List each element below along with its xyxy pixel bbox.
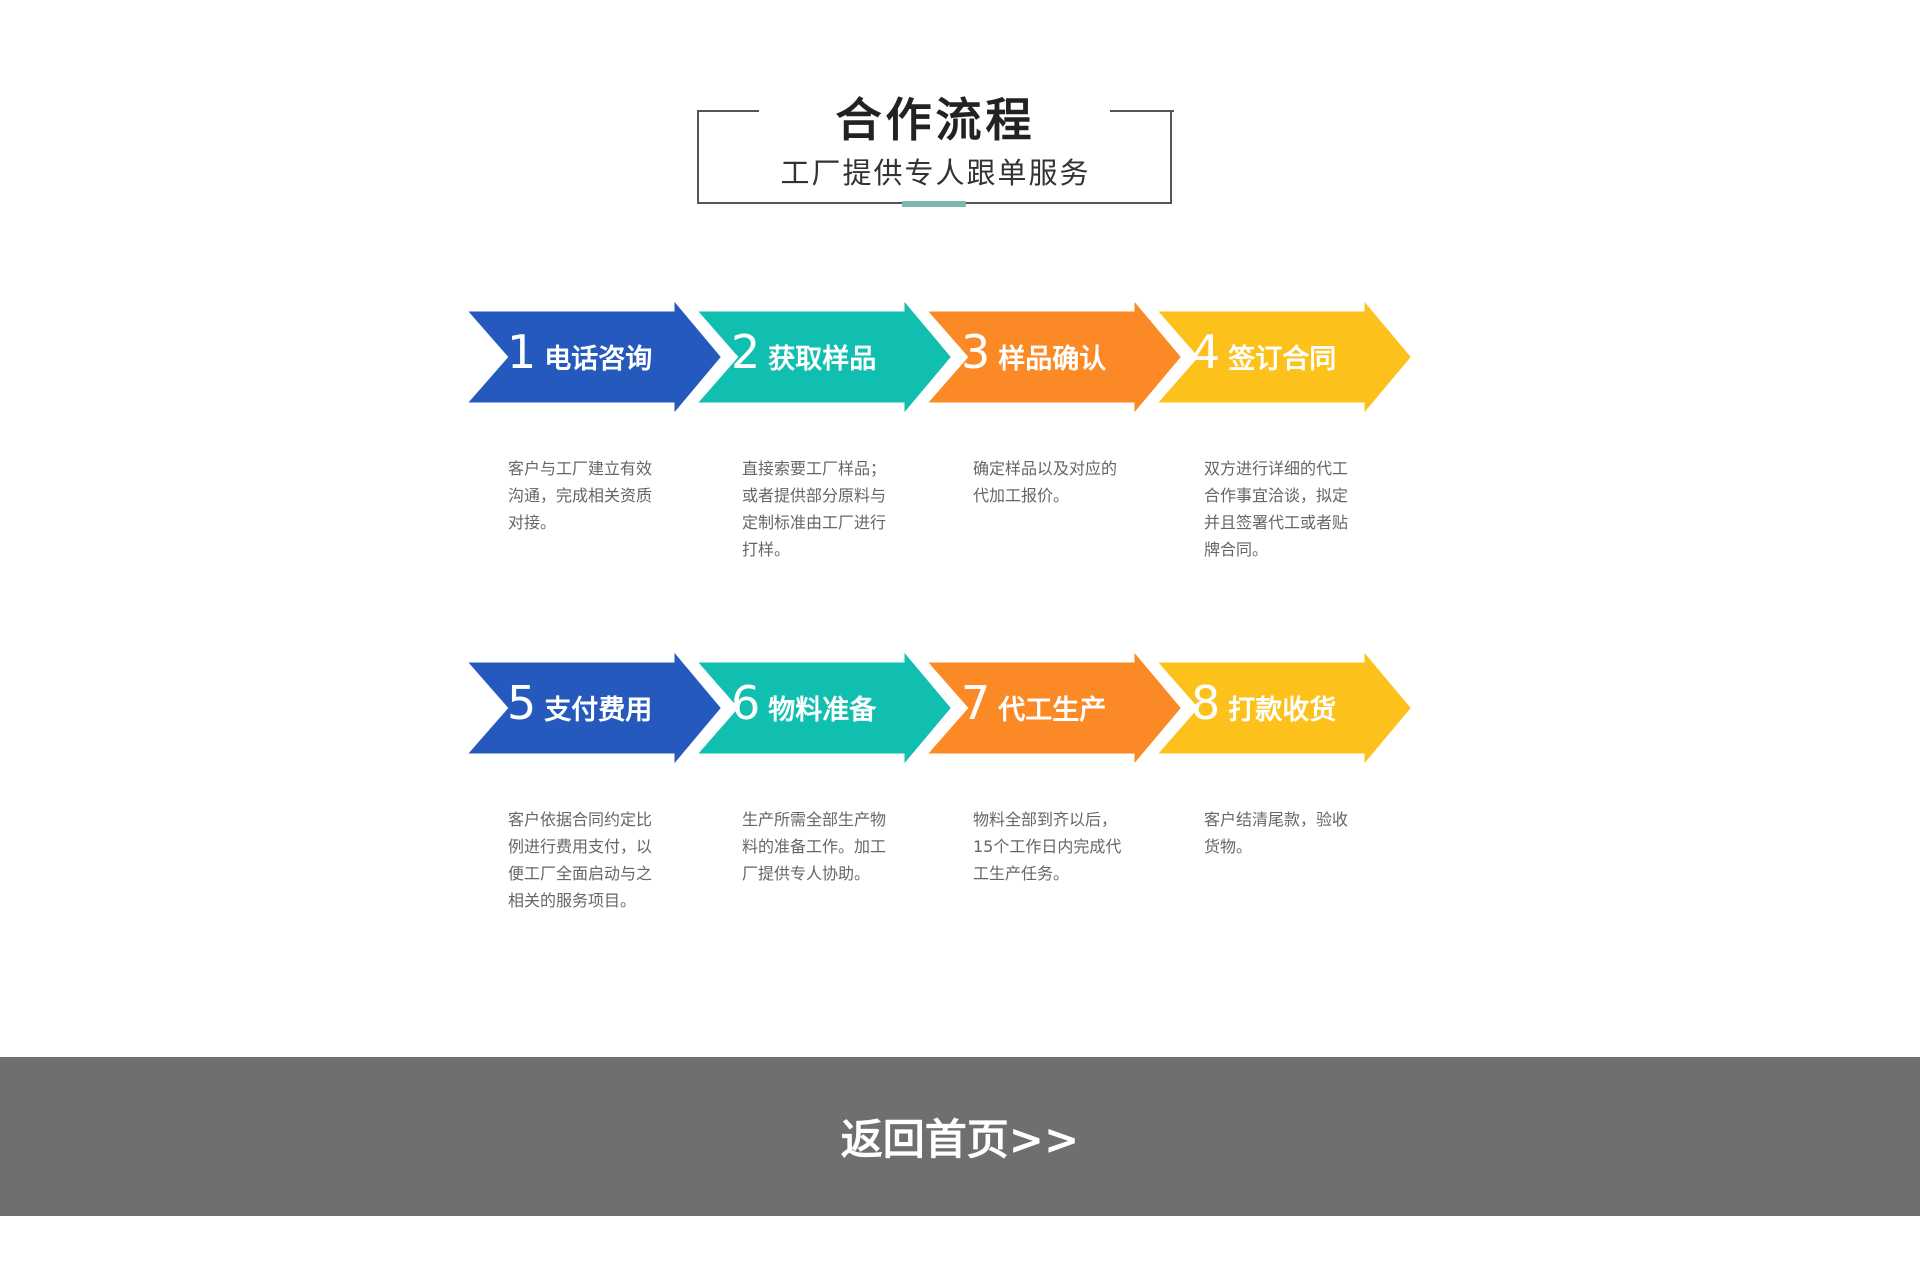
step-description: 客户依据合同约定比例进行费用支付，以便工厂全面启动与之相关的服务项目。 <box>508 806 668 914</box>
description-line: 厂提供专人协助。 <box>742 864 871 883</box>
step-number: 5 <box>507 676 537 730</box>
process-arrows <box>457 288 1418 777</box>
step-number: 4 <box>1191 325 1221 379</box>
step-number: 3 <box>961 325 991 379</box>
step-description: 客户与工厂建立有效沟通，完成相关资质对接。 <box>508 455 668 536</box>
description-line: 定制标准由工厂进行 <box>742 513 887 532</box>
step-title: 签订合同 <box>1228 344 1337 375</box>
step-title: 打款收货 <box>1228 695 1337 726</box>
description-line: 货物。 <box>1204 837 1253 856</box>
step-title: 物料准备 <box>768 695 877 726</box>
description-line: 生产所需全部生产物 <box>742 810 887 829</box>
step-title: 获取样品 <box>768 344 877 375</box>
description-line: 打样。 <box>742 540 791 559</box>
description-line: 物料全部到齐以后， <box>973 810 1118 829</box>
back-home-link[interactable]: 返回首页>> <box>840 1115 1080 1164</box>
title-accent-bar <box>902 201 966 207</box>
step-number: 8 <box>1191 676 1221 730</box>
description-line: 双方进行详细的代工 <box>1204 459 1349 478</box>
step-description: 生产所需全部生产物料的准备工作。加工厂提供专人协助。 <box>742 806 902 887</box>
step-title: 代工生产 <box>998 695 1107 726</box>
description-line: 直接索要工厂样品； <box>742 459 887 478</box>
page-title: 合作流程 <box>835 93 1036 147</box>
description-line: 沟通，完成相关资质 <box>508 486 653 505</box>
description-line: 工生产任务。 <box>973 864 1070 883</box>
title-frame-line-right <box>1110 110 1174 112</box>
step-number: 7 <box>961 676 991 730</box>
description-line: 客户依据合同约定比 <box>508 810 653 829</box>
step-arrow-3 <box>917 288 1188 426</box>
description-line: 料的准备工作。加工 <box>742 837 887 856</box>
description-line: 例进行费用支付，以 <box>508 837 653 856</box>
step-arrow-8 <box>1147 639 1418 777</box>
step-arrow-6 <box>687 639 958 777</box>
description-line: 确定样品以及对应的 <box>973 459 1118 478</box>
step-number: 6 <box>731 676 761 730</box>
description-line: 牌合同。 <box>1204 540 1269 559</box>
step-description: 双方进行详细的代工合作事宜洽谈，拟定并且签署代工或者贴牌合同。 <box>1204 455 1364 563</box>
step-description: 确定样品以及对应的代加工报价。 <box>973 455 1133 509</box>
description-line: 并且签署代工或者贴 <box>1204 513 1349 532</box>
step-arrow-5 <box>457 639 728 777</box>
footer-bar: 返回首页>> <box>0 1057 1920 1216</box>
description-line: 对接。 <box>508 513 557 532</box>
step-number: 2 <box>731 325 761 379</box>
description-line: 代加工报价。 <box>973 486 1070 505</box>
step-arrow-1 <box>457 288 728 426</box>
title-frame-line-left <box>697 110 759 112</box>
description-line: 或者提供部分原料与 <box>742 486 887 505</box>
step-title: 支付费用 <box>544 695 653 726</box>
step-arrow-2 <box>687 288 958 426</box>
step-title: 样品确认 <box>998 344 1107 375</box>
description-line: 相关的服务项目。 <box>508 891 637 910</box>
description-line: 客户与工厂建立有效 <box>508 459 653 478</box>
description-line: 合作事宜洽谈，拟定 <box>1204 486 1349 505</box>
step-arrow-7 <box>917 639 1188 777</box>
description-line: 便工厂全面启动与之 <box>508 864 653 883</box>
step-title: 电话咨询 <box>544 344 653 375</box>
page-subtitle: 工厂提供专人跟单服务 <box>780 156 1091 190</box>
step-description: 直接索要工厂样品； 或者提供部分原料与定制标准由工厂进行打样。 <box>742 455 902 563</box>
step-arrow-4 <box>1147 288 1418 426</box>
description-line: 15个工作日内完成代 <box>973 837 1122 856</box>
description-line: 客户结清尾款，验收 <box>1204 810 1349 829</box>
step-description: 物料全部到齐以后， 15个工作日内完成代工生产任务。 <box>973 806 1133 887</box>
step-number: 1 <box>507 325 537 379</box>
step-description: 客户结清尾款，验收货物。 <box>1204 806 1364 860</box>
